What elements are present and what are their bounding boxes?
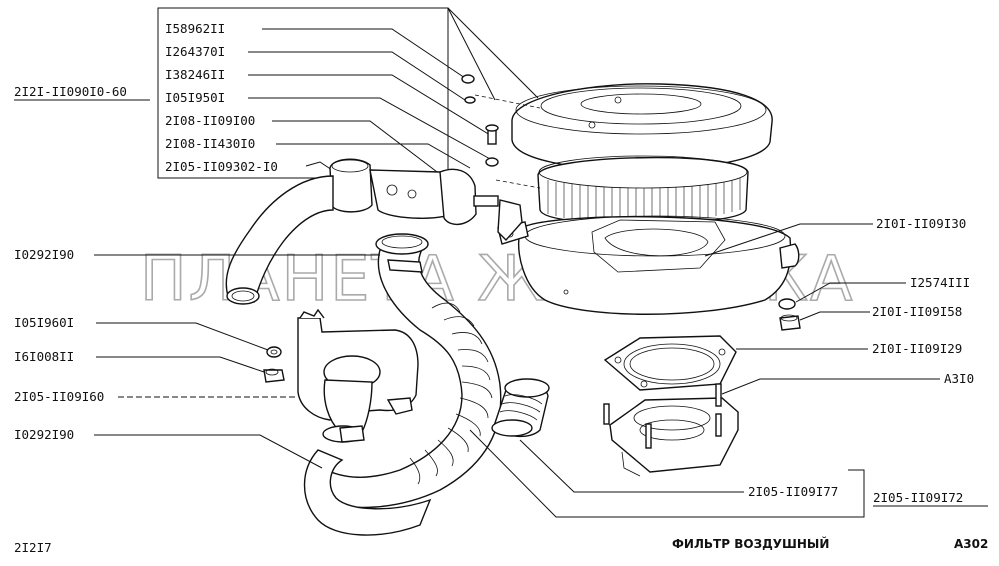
filter-element (537, 155, 749, 225)
fasteners (461, 74, 541, 189)
lower-hose (303, 449, 432, 536)
label-nut-I05I960I: I05I960I (14, 315, 74, 330)
diagram-title: ФИЛЬТР ВОЗДУШНЫЙ (672, 536, 829, 551)
label-housing-2I0I-II09I30: 2I0I-II09I30 (876, 216, 966, 231)
label-part-I58962II: I58962II (165, 21, 225, 36)
assembly-code-label: 2I2I-II090I0-60 (14, 84, 127, 99)
right-small-parts (778, 298, 801, 331)
label-gasket-2I0I-II09I29: 2I0I-II09I29 (872, 341, 962, 356)
sheet-code: 2I2I7 (14, 540, 52, 555)
gasket (603, 335, 737, 391)
left-small-parts (263, 346, 285, 383)
page-code: A302 (954, 537, 988, 551)
carburetor-base (603, 383, 739, 477)
intake-elbow (297, 308, 419, 443)
label-hose-clamp-bottom: I0292I90 (14, 427, 74, 442)
air-filter-cover (511, 83, 773, 171)
label-elbow-2I05-II09I60: 2I05-II09I60 (14, 389, 104, 404)
label-spacer-2I0I-II09I58: 2I0I-II09I58 (872, 304, 962, 319)
label-part-I05I950I: I05I950I (165, 90, 225, 105)
label-part-2I08-II09I00: 2I08-II09I00 (165, 113, 255, 128)
rubber-sleeve (491, 378, 550, 437)
label-part-I38246II: I38246II (165, 67, 225, 82)
box-leader-lines (248, 7, 539, 179)
label-hose-2I05-II09I72: 2I05-II09I72 (873, 490, 963, 505)
callout-box (157, 7, 449, 179)
label-washer-I6I008II: I6I008II (14, 349, 74, 364)
label-sleeve-2I05-II09I77: 2I05-II09I77 (748, 484, 838, 499)
intake-valve-assembly (329, 158, 523, 242)
label-carburetor-A3I0: A3I0 (944, 371, 974, 386)
filter-housing-body (497, 215, 800, 315)
label-part-2I08-II430I0: 2I08-II430I0 (165, 136, 255, 151)
label-hose-clamp-top: I0292I90 (14, 247, 74, 262)
upper-left-hose (225, 175, 334, 305)
label-part-I264370I: I264370I (165, 44, 225, 59)
label-bushing-I2574III: I2574III (910, 275, 970, 290)
label-part-2I05-II09302-I0: 2I05-II09302-I0 (165, 159, 278, 174)
